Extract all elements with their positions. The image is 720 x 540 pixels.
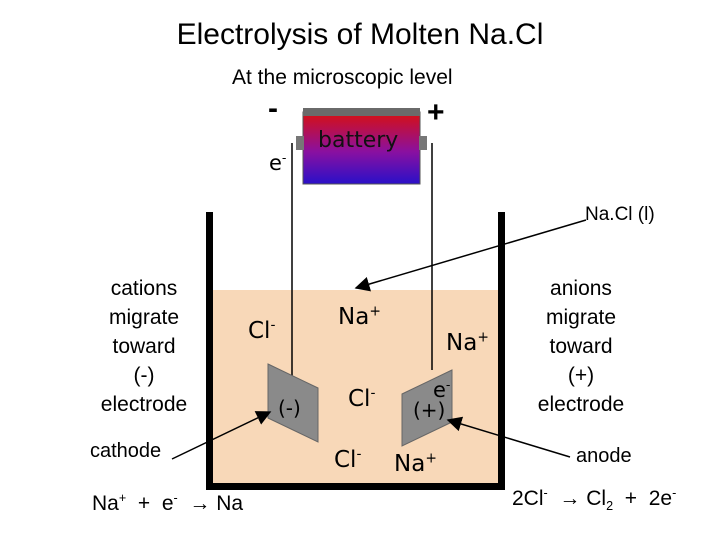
anion-migration-note: anions migrate toward (+) electrode — [537, 277, 625, 416]
cathode-electrode — [267, 363, 319, 443]
cation-migration-note: cations migrate toward (-) electrode — [100, 277, 188, 416]
electrolyte-label: Na.Cl (l) — [585, 204, 655, 225]
chloride-ion: Cl- — [248, 317, 276, 344]
cathode-equation: Na+ + e- → Na — [92, 491, 244, 515]
positive-electrode-label: (+) — [413, 398, 446, 422]
diagram-subtitle: At the microscopic level — [232, 66, 453, 89]
battery — [296, 108, 427, 185]
pointer-arrows — [171, 219, 587, 460]
anode-arrow — [446, 416, 571, 458]
cathode-arrow — [171, 411, 272, 460]
anode-electrode — [401, 369, 453, 447]
electron-label-battery: e- — [269, 150, 287, 175]
negative-electrode-label: (-) — [278, 396, 301, 420]
diagram-title: Electrolysis of Molten Na.Cl — [176, 18, 544, 51]
cathode-label: cathode — [90, 440, 162, 462]
chloride-ion: Cl- — [348, 385, 376, 412]
sodium-ion: Na+ — [338, 303, 381, 330]
sodium-ion: Na+ — [394, 450, 437, 477]
chloride-ion: Cl- — [334, 446, 362, 473]
battery-positive-sign: + — [427, 96, 445, 129]
electrolyte-arrow — [354, 219, 587, 292]
sodium-ion: Na+ — [446, 329, 489, 356]
anode-equation: 2Cl- → Cl2 + 2e- — [512, 486, 677, 514]
wires — [291, 143, 433, 376]
battery-label: battery — [318, 128, 399, 153]
battery-negative-sign: - — [268, 92, 278, 125]
container — [206, 212, 505, 490]
anode-label: anode — [576, 445, 632, 467]
electron-label-anode: e- — [433, 377, 451, 402]
